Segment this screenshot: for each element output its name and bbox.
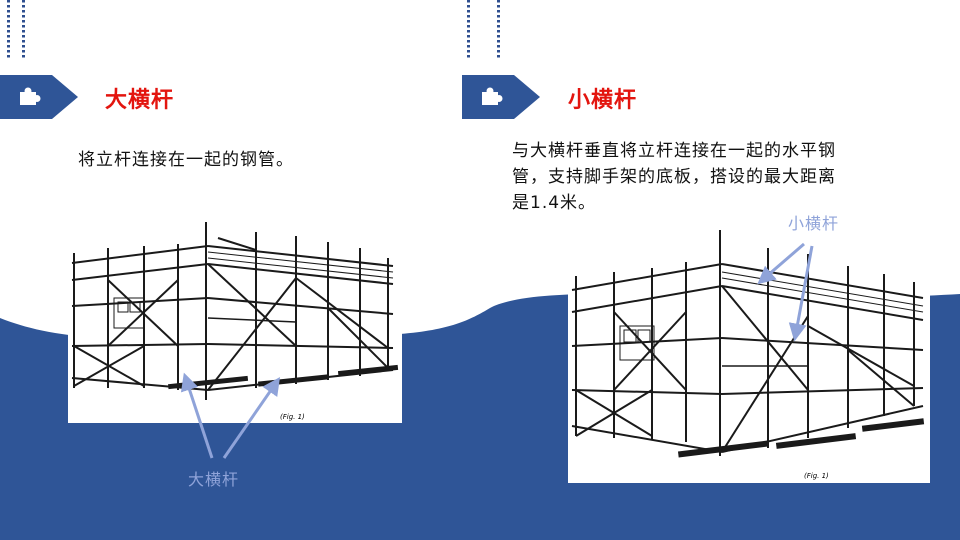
dotted-line [497,0,500,58]
scaffold-drawing: (Fig. 1) [71,222,399,421]
description-left: 将立杆连接在一起的钢管。 [78,150,294,170]
dotted-line [467,0,470,58]
dotted-line [7,0,10,58]
section-tab-right [462,75,540,119]
callout-label-left: 大横杆 [188,470,240,489]
figure-caption: (Fig. 1) [280,413,305,421]
section-title-left: 大横杆 [105,88,175,113]
dotted-line [22,0,25,58]
scaffold-image-left: (Fig. 1) [68,218,402,423]
description-right: 与大横杆垂直将立杆连接在一起的水平钢 管，支持脚手架的底板，搭设的最大距离 是1… [512,141,836,213]
puzzle-piece-icon [20,87,41,105]
figure-caption: (Fig. 1) [804,472,829,480]
puzzle-piece-icon [482,87,503,105]
callout-label-right: 小横杆 [788,214,840,233]
section-title-right: 小横杆 [568,88,638,113]
section-tab-left [0,75,78,119]
